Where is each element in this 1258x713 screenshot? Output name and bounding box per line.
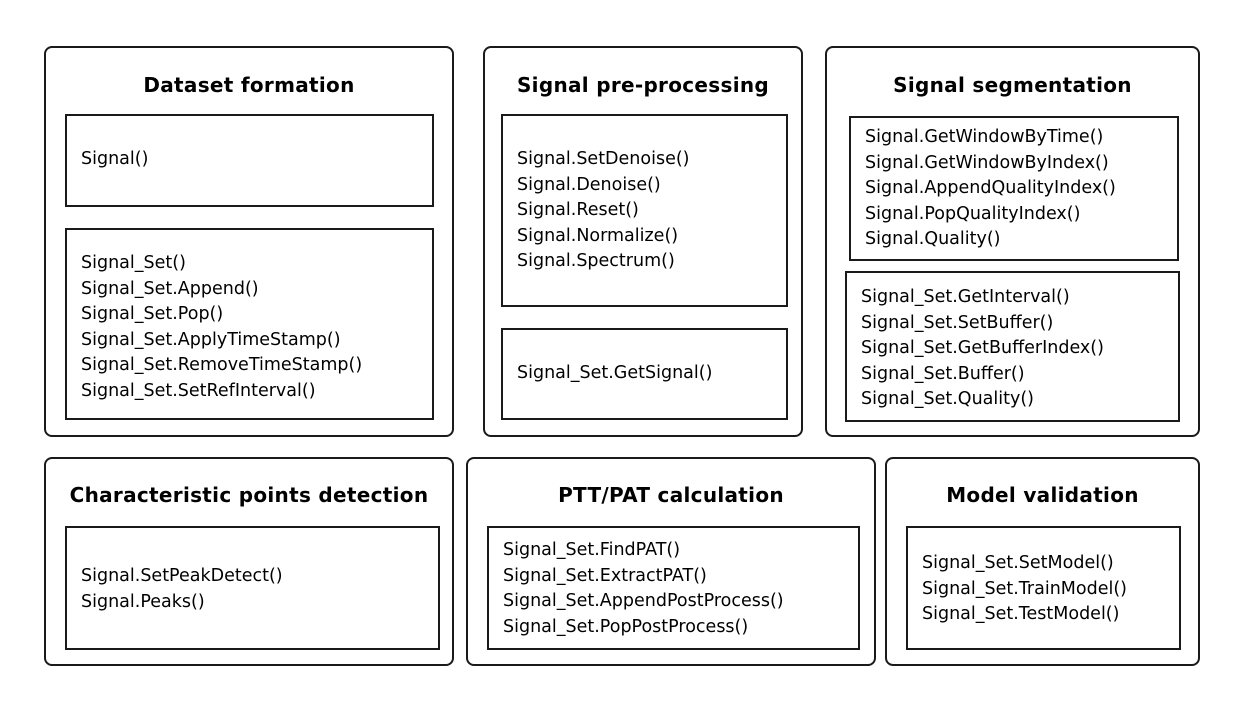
method-line: Signal_Set.FindPAT(): [503, 540, 681, 560]
method-line: Signal_Set.RemoveTimeStamp(): [81, 355, 363, 375]
method-line: Signal_Set.Buffer(): [861, 363, 1025, 384]
panel-title: Signal pre-processing: [516, 73, 770, 97]
panel-signal-preprocessing: Signal pre-processing Signal.SetDenoise(…: [483, 46, 803, 437]
method-line: Signal_Set.GetSignal(): [517, 363, 713, 383]
method-line: Signal.GetWindowByIndex(): [865, 152, 1109, 173]
method-line: Signal_Set.GetInterval(): [861, 287, 1070, 307]
method-line: Signal.Quality(): [865, 229, 1001, 249]
method-box: Signal_Set.FindPAT() Signal_Set.ExtractP…: [487, 526, 860, 650]
method-line: Signal.SetDenoise(): [517, 149, 690, 169]
method-line: Signal_Set.Quality(): [861, 389, 1034, 409]
method-line: Signal.Normalize(): [517, 225, 679, 246]
method-box: Signal.GetWindowByTime() Signal.GetWindo…: [849, 116, 1179, 261]
panel-title: Model validation: [946, 483, 1139, 507]
method-line: Signal_Set(): [81, 253, 186, 273]
method-line: Signal.Peaks(): [81, 591, 205, 612]
method-line: Signal_Set.TrainModel(): [922, 578, 1127, 599]
panel-title: Dataset formation: [143, 73, 355, 97]
panel-title: Characteristic points detection: [69, 483, 429, 507]
method-line: Signal_Set.ExtractPAT(): [503, 565, 707, 586]
method-line: Signal.GetWindowByTime(): [865, 127, 1104, 147]
method-line: Signal_Set.AppendPostProcess(): [503, 591, 784, 611]
method-line: Signal.PopQualityIndex(): [865, 203, 1081, 224]
panel-characteristic-points: Characteristic points detection Signal.S…: [44, 457, 454, 666]
panel-model-validation: Model validation Signal_Set.SetModel() S…: [885, 457, 1200, 666]
method-line: Signal_Set.TestModel(): [922, 604, 1120, 624]
method-box: Signal_Set.SetModel() Signal_Set.TrainMo…: [906, 526, 1181, 650]
method-box: Signal.SetDenoise() Signal.Denoise() Sig…: [501, 114, 788, 307]
method-line: Signal_Set.SetBuffer(): [861, 312, 1054, 333]
method-box: Signal(): [65, 114, 434, 207]
method-line: Signal_Set.ApplyTimeStamp(): [81, 329, 341, 350]
method-box: Signal_Set() Signal_Set.Append() Signal_…: [65, 228, 434, 420]
method-line: Signal_Set.Append(): [81, 278, 259, 299]
panel-title: PTT/PAT calculation: [558, 483, 784, 507]
method-box: Signal_Set.GetInterval() Signal_Set.SetB…: [845, 271, 1180, 422]
method-box: Signal.SetPeakDetect() Signal.Peaks(): [65, 526, 440, 650]
panel-title: Signal segmentation: [893, 73, 1132, 97]
method-line: Signal.Spectrum(): [517, 251, 675, 271]
method-box: Signal_Set.GetSignal(): [501, 328, 788, 420]
method-line: Signal_Set.PopPostProcess(): [503, 616, 749, 637]
method-line: Signal_Set.Pop(): [81, 304, 224, 324]
method-line: Signal.AppendQualityIndex(): [865, 178, 1116, 198]
panel-signal-segmentation: Signal segmentation Signal.GetWindowByTi…: [825, 46, 1200, 437]
method-line: Signal.Reset(): [517, 200, 639, 220]
panel-dataset-formation: Dataset formation Signal() Signal_Set() …: [44, 46, 454, 437]
method-line: Signal_Set.GetBufferIndex(): [861, 338, 1104, 358]
method-line: Signal_Set.SetRefInterval(): [81, 380, 316, 401]
method-line: Signal.SetPeakDetect(): [81, 566, 283, 586]
panel-ptt-pat-calculation: PTT/PAT calculation Signal_Set.FindPAT()…: [466, 457, 876, 666]
method-line: Signal.Denoise(): [517, 174, 661, 195]
method-line: Signal(): [81, 149, 149, 169]
method-line: Signal_Set.SetModel(): [922, 553, 1114, 573]
